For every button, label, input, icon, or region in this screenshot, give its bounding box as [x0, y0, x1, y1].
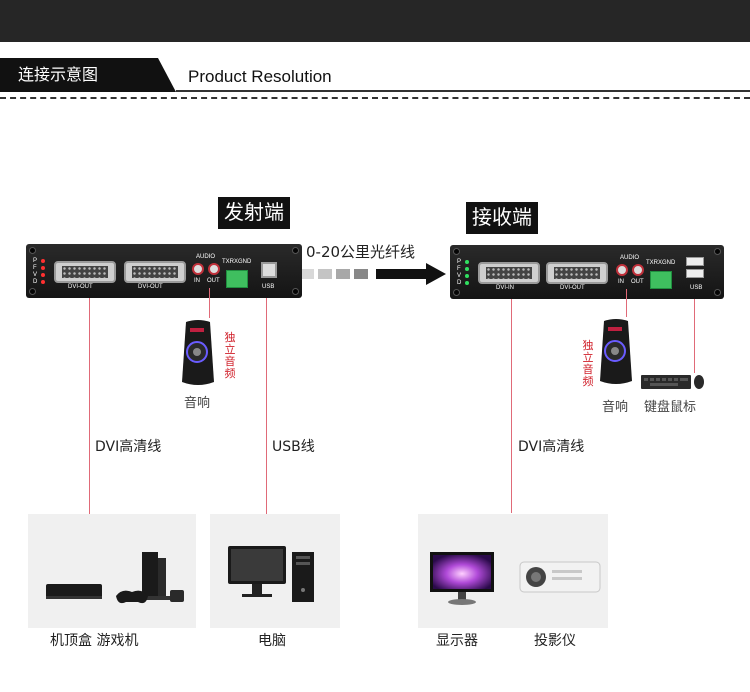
- indep-audio-label-left: 独立音频: [224, 331, 236, 380]
- monitor-label: 显示器: [436, 633, 478, 649]
- receiver-dvi-port-1: [478, 262, 540, 284]
- led-indicator: [465, 260, 469, 264]
- speaker-icon: [182, 320, 214, 385]
- usb-a-port-2: [686, 269, 704, 278]
- screw: [453, 248, 460, 255]
- led-indicator: [41, 280, 45, 284]
- audio-in-jack: [616, 264, 628, 276]
- usb-a-port-1: [686, 257, 704, 266]
- receiver-led-labels: P F V D: [457, 259, 462, 286]
- speaker-label-right: 音响: [602, 400, 629, 415]
- monitor-projector-icon: [430, 552, 601, 605]
- receiver-port2-label: DVI-OUT: [560, 285, 585, 291]
- header-tag-shape: [0, 58, 176, 92]
- receiver-port1-label: DVI-IN: [496, 285, 514, 291]
- sender-audio-out-label: OUT: [207, 278, 220, 284]
- dvi-cable-label-left: DVI高清线: [95, 439, 162, 455]
- sender-title: 发射端: [218, 197, 290, 229]
- serial-terminal: [650, 271, 672, 289]
- audio-out-jack: [208, 263, 220, 275]
- sender-dvi-port-1: [54, 261, 116, 283]
- receiver-title: 接收端: [466, 202, 538, 234]
- led-indicator: [465, 274, 469, 278]
- speaker-label-left: 音响: [184, 396, 211, 411]
- audio-in-jack: [192, 263, 204, 275]
- dvi-cable-line-left: [89, 298, 90, 514]
- sender-device: P F V D DVI-OUT DVI-OUT AUDIO IN OUT TXR…: [26, 244, 302, 298]
- screw: [29, 247, 36, 254]
- header-tag-text: 连接示意图: [18, 65, 99, 84]
- screw: [714, 248, 721, 255]
- keyboard-mouse-icon: [641, 375, 704, 389]
- sender-port2-label: DVI-OUT: [138, 284, 163, 290]
- led-indicator: [465, 267, 469, 271]
- fiber-label: 0-20公里光纤线: [306, 243, 416, 261]
- sender-port1-label: DVI-OUT: [68, 284, 93, 290]
- computer-box: [210, 514, 340, 628]
- led-indicator: [41, 259, 45, 263]
- sender-led-labels: P F V D: [33, 258, 38, 285]
- audio-line-left: [209, 288, 210, 318]
- usb-cable-label: USB线: [272, 439, 315, 455]
- indep-audio-label-right: 独立音频: [582, 339, 594, 388]
- led-indicator: [41, 266, 45, 270]
- dvi-cable-line-right: [511, 299, 512, 513]
- fiber-arrow: [300, 263, 446, 285]
- led-indicator: [465, 281, 469, 285]
- computer-label: 电脑: [258, 633, 286, 649]
- receiver-usb-label: USB: [690, 285, 703, 291]
- screw: [29, 288, 36, 295]
- sender-usb-label: USB: [262, 284, 275, 290]
- speaker-icon: [600, 319, 632, 384]
- sender-dvi-port-2: [124, 261, 186, 283]
- receiver-serial-label: TXRXGND: [646, 260, 676, 266]
- receiver-dvi-port-2: [546, 262, 608, 284]
- computer-icon: [228, 546, 314, 602]
- top-bar: [0, 0, 750, 42]
- display-box: [418, 514, 608, 628]
- settop-console-icon: [46, 552, 184, 604]
- screw: [714, 289, 721, 296]
- sender-audio-in-label: IN: [194, 278, 200, 284]
- screw: [292, 247, 299, 254]
- usb-line-right: [694, 299, 695, 373]
- header-dashed-divider: [0, 97, 750, 99]
- usb-cable-line: [266, 298, 267, 514]
- dvi-cable-label-right: DVI高清线: [518, 439, 585, 455]
- settop-console-box: [28, 514, 196, 628]
- sender-serial-label: TXRXGND: [222, 259, 252, 265]
- settop-console-label: 机顶盒 游戏机: [50, 633, 139, 649]
- usb-b-port: [261, 262, 277, 278]
- receiver-audio-label: AUDIO: [620, 255, 640, 261]
- sender-audio-label: AUDIO: [196, 254, 216, 260]
- screw: [453, 289, 460, 296]
- header-underline: [176, 90, 750, 92]
- keyboard-mouse-label: 键盘鼠标: [644, 400, 697, 415]
- header-title: Product Resolution: [188, 67, 332, 86]
- audio-out-jack: [632, 264, 644, 276]
- projector-label: 投影仪: [534, 633, 576, 649]
- receiver-device: P F V D DVI-IN DVI-OUT AUDIO IN OUT TXRX…: [450, 245, 724, 299]
- serial-terminal: [226, 270, 248, 288]
- led-indicator: [41, 273, 45, 277]
- screw: [292, 288, 299, 295]
- audio-line-right: [626, 289, 627, 317]
- receiver-audio-in-label: IN: [618, 279, 624, 285]
- receiver-audio-out-label: OUT: [631, 279, 644, 285]
